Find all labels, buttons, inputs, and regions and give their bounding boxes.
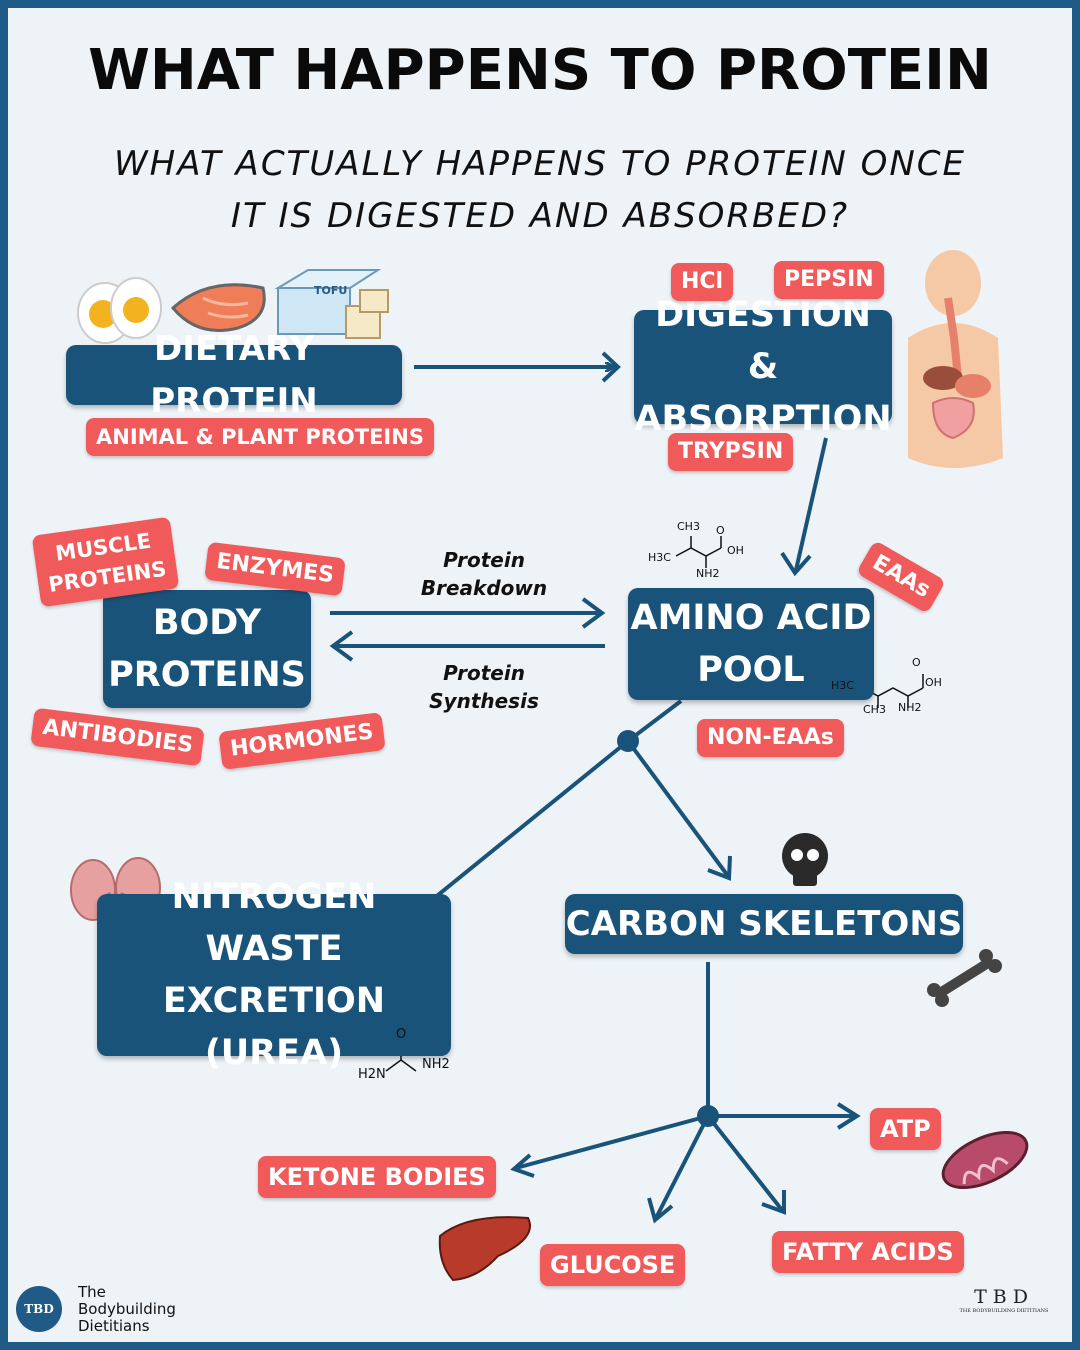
arrow-to-fatty-acids <box>706 1114 784 1212</box>
node-nitrogen-line-1: NITROGEN <box>171 877 377 917</box>
node-digestion-absorption: DIGESTION & ABSORPTION <box>634 295 892 439</box>
label-synthesis-line-2: Synthesis <box>429 689 539 713</box>
brand-right-logo: TBD THE BODYBUILDING DIETITIANS <box>954 1286 1054 1315</box>
chem-o-2: O <box>912 656 921 669</box>
arrowhead <box>581 597 606 629</box>
tofu-label: TOFU <box>314 284 348 297</box>
amino-acid-structure-1 <box>675 536 722 568</box>
node-dietary-protein: DIETARY PROTEIN <box>66 329 402 421</box>
arrowhead <box>329 630 354 662</box>
brand-right-logo-subtext: THE BODYBUILDING DIETITIANS <box>959 1308 1049 1314</box>
tag-glucose: GLUCOSE <box>540 1244 686 1286</box>
arrowhead <box>647 1197 674 1224</box>
tag-fatty-acids: FATTY ACIDS <box>772 1231 964 1273</box>
brand-line-1: The <box>78 1283 106 1301</box>
salmon-icon <box>170 283 266 332</box>
arrow-pool-to-branch <box>626 699 683 743</box>
subtitle-line-2: IT IS DIGESTED AND ABSORBED? <box>230 196 850 236</box>
tag-pepsin: PEPSIN <box>774 261 884 299</box>
node-amino-acid-pool: AMINO ACID POOL <box>628 588 874 700</box>
chem-nh2-1: NH2 <box>696 567 720 580</box>
chem-o-1: O <box>716 524 725 537</box>
node-body-proteins-line-1: BODY <box>152 603 262 643</box>
chem-ch3-2: CH3 <box>863 703 886 716</box>
arrowhead <box>707 855 732 881</box>
brand-logo-text: TBD <box>24 1302 54 1316</box>
arrowhead <box>601 351 621 383</box>
arrow-branch-to-carbon <box>626 739 730 878</box>
tag-non-eaas: NON-EAAs <box>697 719 844 757</box>
label-protein-breakdown: Protein Breakdown <box>414 546 554 602</box>
branch-point-pool <box>617 730 639 752</box>
branch-point-carbon <box>697 1105 719 1127</box>
tag-atp: ATP <box>870 1108 941 1150</box>
label-breakdown-line-1: Protein <box>443 548 525 572</box>
node-carbon-skeletons: CARBON SKELETONS <box>565 894 963 954</box>
arrowhead <box>780 551 812 577</box>
brand-name: The Bodybuilding Dietitians <box>78 1284 176 1335</box>
node-nitrogen-line-2: WASTE EXCRETION <box>162 929 386 1021</box>
digestive-system-icon <box>908 250 1003 468</box>
chem-h3c-2: H3C <box>831 679 854 692</box>
mitochondria-icon <box>941 1130 1029 1190</box>
chem-ch3-1: CH3 <box>677 520 700 533</box>
tag-hcl: HCl <box>671 263 734 301</box>
bone-icon <box>927 949 1002 1007</box>
chem-nh2-urea: NH2 <box>422 1057 450 1072</box>
arrowhead <box>510 1153 535 1178</box>
chem-oh-2: OH <box>925 676 942 689</box>
label-protein-synthesis: Protein Synthesis <box>414 659 554 715</box>
subtitle-line-1: WHAT ACTUALLY HAPPENS TO PROTEIN ONCE <box>114 144 966 184</box>
brand-line-2: Bodybuilding <box>78 1300 176 1318</box>
egg-icon <box>77 277 162 344</box>
brand-line-3: Dietitians <box>78 1317 150 1335</box>
chem-o-urea: O <box>396 1027 407 1042</box>
page-subtitle: WHAT ACTUALLY HAPPENS TO PROTEIN ONCE IT… <box>8 138 1072 242</box>
arrowhead <box>836 1102 861 1130</box>
node-nitrogen-waste: NITROGEN WASTE EXCRETION (UREA) <box>97 877 451 1073</box>
arrow-to-ketone <box>515 1114 709 1170</box>
flow-arrows <box>70 250 1029 1282</box>
brand-right-logo-text: TBD <box>974 1286 1034 1308</box>
liver-icon <box>438 1216 531 1282</box>
node-amino-acid-line-2: POOL <box>697 650 805 690</box>
tag-animal-plant-proteins: ANIMAL & PLANT PROTEINS <box>86 418 434 456</box>
node-amino-acid-line-1: AMINO ACID <box>630 598 872 638</box>
chem-oh-1: OH <box>727 544 744 557</box>
chem-h3c-1: H3C <box>648 551 671 564</box>
arrow-digestion-to-pool <box>794 437 828 571</box>
page-title: WHAT HAPPENS TO PROTEIN <box>88 38 992 103</box>
tag-ketone-bodies: KETONE BODIES <box>258 1156 496 1198</box>
arrow-to-glucose <box>654 1115 710 1219</box>
skull-icon <box>782 833 828 886</box>
node-nitrogen-line-3: (UREA) <box>204 1033 344 1073</box>
node-digestion-line-2: ABSORPTION <box>634 399 892 439</box>
arrowhead <box>761 1190 786 1215</box>
tofu-icon <box>274 269 389 339</box>
chem-nh2-2: NH2 <box>898 701 922 714</box>
chem-h2n-urea: H2N <box>358 1067 386 1082</box>
node-digestion-line-1: DIGESTION & <box>655 295 871 387</box>
node-body-proteins-line-2: PROTEINS <box>108 655 306 695</box>
node-body-proteins: BODY PROTEINS <box>103 590 311 708</box>
label-breakdown-line-2: Breakdown <box>420 576 548 600</box>
brand-logo-badge: TBD <box>16 1286 62 1332</box>
tag-trypsin: TRYPSIN <box>668 433 794 471</box>
label-synthesis-line-1: Protein <box>443 661 525 685</box>
